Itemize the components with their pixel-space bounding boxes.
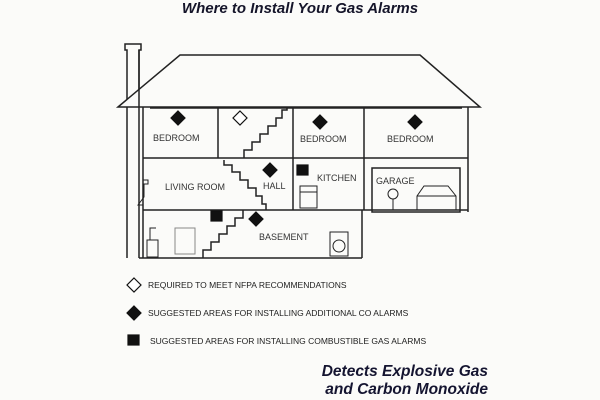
co-alarm-marker-bedroom [170,110,186,126]
filled-square-icon [127,334,140,346]
fireplace-icon [137,179,149,206]
car-icon [416,185,457,211]
basement-stairs [202,210,244,258]
furnace-icon [174,227,196,255]
room-label-kitchen: KITCHEN [317,173,357,183]
legend-item-co: SUGGESTED AREAS FOR INSTALLING ADDITIONA… [148,308,409,318]
room-label-basement: BASEMENT [259,232,309,242]
room-label-bedroom: BEDROOM [387,134,434,144]
page-title: Where to Install Your Gas Alarms [181,0,419,17]
co-alarm-marker-hall [262,162,278,178]
washer-icon [329,231,349,257]
legend-item-gas: SUGGESTED AREAS FOR INSTALLING COMBUSTIB… [150,336,427,346]
room-label-bedroom: BEDROOM [153,133,200,143]
room-label-living-room: LIVING ROOM [165,182,225,192]
roof [115,54,483,108]
room-label-hall: HALL [263,181,286,191]
legend-item-nfpa: REQUIRED TO MEET NFPA RECOMMENDATIONS [148,280,347,290]
hollow-diamond-icon [126,277,142,293]
co-alarm-marker-bedroom-3 [407,114,423,130]
water-heater-icon [146,227,159,258]
co-alarm-marker-basement [248,211,264,227]
co-alarm-marker-bedroom-2 [312,114,328,130]
tagline-line-2: and Carbon Monoxide [325,381,488,398]
upper-stairs [243,108,288,158]
main-stairs [223,160,267,210]
tagline-line-1: Detects Explosive Gas [321,363,488,380]
filled-diamond-icon [126,305,142,321]
gas-alarm-marker-kitchen [296,164,309,176]
grill-icon [387,188,399,210]
room-label-bedroom: BEDROOM [300,134,347,144]
stove-icon [299,185,318,209]
nfpa-marker-upper-hall [232,110,248,126]
gas-alarm-marker-basement [210,210,223,222]
room-label-garage: GARAGE [376,176,415,186]
house-walls [139,107,469,259]
